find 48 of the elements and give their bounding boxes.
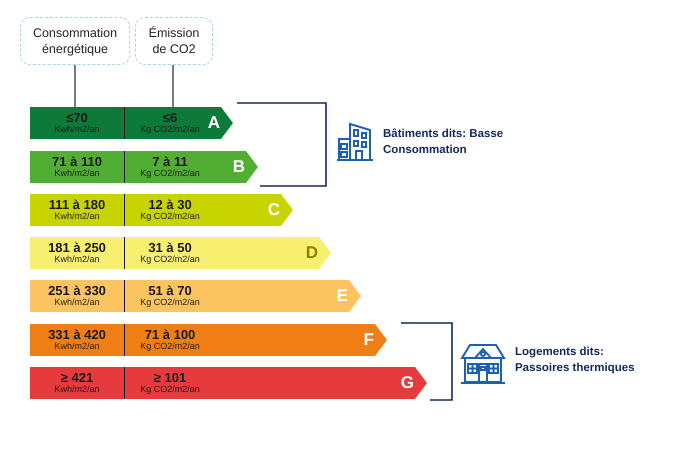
- consumption-unit: Kwh/m2/an: [54, 212, 100, 222]
- consumption-unit: Kwh/m2/an: [54, 125, 100, 136]
- emission-unit: Kg CO2/m2/an: [140, 169, 200, 180]
- consumption-unit: Kwh/m2/an: [54, 169, 100, 180]
- energy-class-bar: [30, 280, 361, 312]
- column-header-box: Consommation énergétique: [20, 17, 130, 65]
- class-letter: D: [306, 243, 318, 263]
- energy-class-bar: [30, 237, 331, 269]
- emission-value: 51 à 70: [148, 284, 192, 298]
- class-letter: G: [400, 373, 414, 393]
- emission-unit: Kg CO2/m2/an: [140, 255, 200, 266]
- consumption-value: 71 à 110: [52, 154, 102, 170]
- consumption-unit: Kwh/m2/an: [54, 342, 100, 352]
- emission-unit: Kg CO2/m2/an: [140, 212, 200, 222]
- emission-unit: Kg CO2/m2/an: [140, 125, 200, 136]
- consumption-value: 331 à 420: [48, 328, 106, 342]
- consumption-value: 111 à 180: [48, 198, 106, 212]
- class-letter: E: [336, 286, 348, 306]
- class-letter: F: [364, 330, 374, 350]
- emission-unit: Kg CO2/m2/an: [140, 298, 200, 308]
- emission-unit: Kg CO2/m2/an: [140, 342, 200, 352]
- emission-value: ≥ 101: [154, 370, 186, 386]
- energy-class-bar: [30, 151, 258, 183]
- class-letter: A: [208, 113, 220, 133]
- energy-class-bar: [30, 107, 233, 139]
- emission-value: 12 à 30: [148, 198, 192, 212]
- column-header-box: Émission de CO2: [135, 17, 213, 65]
- group-label: Logements dits: Passoires thermiques: [515, 345, 636, 376]
- energy-class-bar: [30, 194, 293, 226]
- emission-value: 31 à 50: [148, 240, 192, 256]
- class-letter: B: [232, 157, 245, 177]
- consumption-unit: Kwh/m2/an: [54, 255, 100, 266]
- leader-line: [74, 65, 76, 107]
- consumption-unit: Kwh/m2/an: [54, 385, 100, 396]
- emission-value: ≤6: [162, 110, 178, 126]
- consumption-value: 251 à 330: [48, 284, 106, 298]
- leader-line: [172, 65, 174, 107]
- group-label: Bâtiments dits: Basse Consommation: [383, 127, 504, 158]
- consumption-unit: Kwh/m2/an: [54, 298, 100, 308]
- class-letter: C: [268, 200, 280, 220]
- consumption-value: 181 à 250: [48, 240, 106, 256]
- energy-class-bar: [30, 367, 427, 399]
- consumption-value: ≤70: [66, 110, 88, 126]
- emission-value: 71 à 100: [144, 328, 196, 342]
- emission-value: 7 à 11: [152, 154, 188, 170]
- consumption-value: ≥ 421: [60, 370, 94, 386]
- emission-unit: Kg CO2/m2/an: [140, 385, 200, 396]
- energy-class-bar: [30, 324, 387, 356]
